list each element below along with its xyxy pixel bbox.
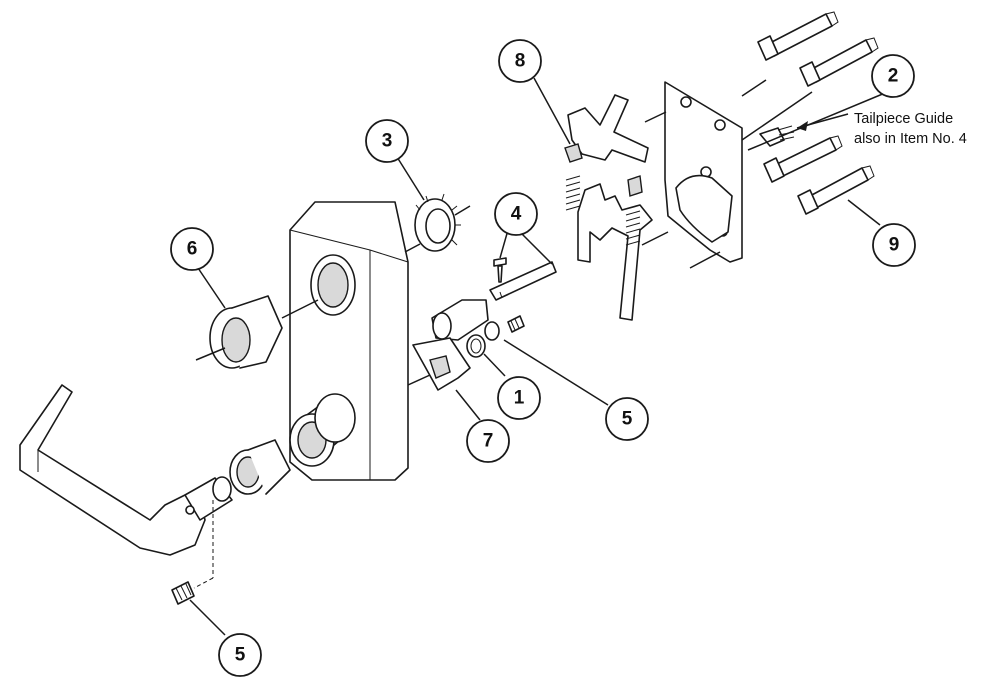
callout-2-label: 2 (888, 66, 899, 87)
callout-5-bottom-label: 5 (235, 645, 246, 666)
callout-2: 2 (871, 54, 915, 98)
callout-6-label: 6 (187, 239, 198, 260)
callout-8: 8 (498, 39, 542, 83)
item4-screw (493, 257, 507, 283)
note-line-1: Tailpiece Guide (854, 111, 953, 127)
spring-chassis (564, 94, 653, 321)
callout-4: 4 (494, 192, 538, 236)
cam-tailpiece (431, 261, 557, 341)
lever-handle (19, 384, 233, 556)
callout-5-right: 5 (605, 397, 649, 441)
thru-bolts (741, 11, 879, 215)
callout-3-label: 3 (382, 131, 393, 152)
lever-spacer (229, 439, 291, 495)
callout-7: 7 (466, 419, 510, 463)
thru-bolt-2 (799, 37, 879, 87)
callout-1: 1 (497, 376, 541, 420)
thru-bolt-3 (763, 135, 843, 183)
clutch-cam (407, 337, 471, 391)
callout-7-label: 7 (483, 431, 494, 452)
tailpiece-guide-note: Tailpiece Guide also in Item No. 4 (854, 111, 967, 147)
leader-lines (189, 77, 886, 636)
callout-3: 3 (365, 119, 409, 163)
escutcheon-plate (289, 201, 409, 481)
rear-mounting-plate (641, 81, 743, 269)
retaining-ring (484, 315, 525, 341)
callout-6: 6 (170, 227, 214, 271)
callout-5-right-label: 5 (622, 409, 633, 430)
callout-1-label: 1 (514, 388, 525, 409)
callout-9: 9 (872, 223, 916, 267)
thru-bolt-4 (797, 165, 875, 215)
callout-4-label: 4 (511, 204, 522, 225)
washer (466, 334, 486, 358)
rose-ring (195, 295, 319, 369)
callout-5-bottom: 5 (218, 633, 262, 677)
callout-9-label: 9 (889, 235, 900, 256)
mounting-nut (404, 193, 471, 253)
callout-8-label: 8 (515, 51, 526, 72)
thru-bolt-1 (757, 11, 839, 61)
set-screw-bottom (171, 500, 214, 605)
note-line-2: also in Item No. 4 (854, 131, 967, 147)
